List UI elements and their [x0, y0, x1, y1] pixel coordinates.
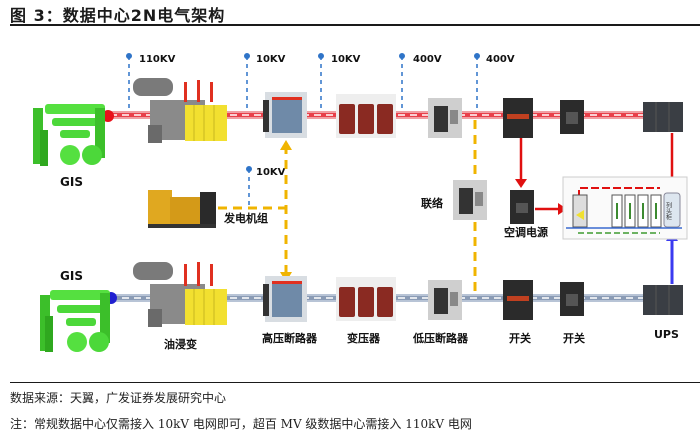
gis-label-top: GIS — [60, 175, 83, 189]
switch2-label: 开关 — [563, 331, 585, 345]
oil-transformer-top — [133, 78, 227, 143]
oil-transformer-bottom — [133, 262, 227, 327]
voltage-marker: 110KV — [126, 53, 176, 112]
gis-icon-top — [33, 104, 105, 166]
source-text: 数据来源：天翼，广发证券发展研究中心 — [10, 391, 227, 405]
svg-text:110KV: 110KV — [139, 54, 176, 65]
hv-breaker-top — [263, 92, 307, 138]
switch2-top — [560, 100, 584, 134]
svg-text:10KV: 10KV — [256, 54, 286, 65]
voltage-marker: 10KV — [318, 53, 361, 112]
generator-icon — [148, 190, 216, 228]
voltage-marker: 400V — [399, 53, 442, 112]
lv-breaker-top — [428, 98, 462, 138]
generator-label: 发电机组 — [223, 211, 268, 225]
rack-panel — [562, 176, 688, 240]
ups-label: UPS — [654, 328, 679, 341]
switch1-label: 开关 — [509, 331, 531, 345]
note-text: 注：常规数据中心仅需接入 10kV 电网即可，超百 MV 级数据中心需接入 11… — [10, 417, 472, 431]
tie-label: 联络 — [421, 196, 443, 210]
column-head-label: 列头柜 — [665, 201, 672, 221]
tie-breaker — [453, 180, 487, 220]
svg-text:400V: 400V — [486, 54, 515, 65]
hv-breaker-bottom — [263, 276, 307, 322]
footer-divider — [10, 382, 700, 383]
voltage-marker: 10KV — [244, 53, 286, 112]
lv-breaker-label: 低压断路器 — [412, 331, 469, 345]
title-divider — [10, 24, 700, 26]
generator-feed — [218, 140, 292, 282]
voltage-marker: 400V — [474, 53, 515, 112]
svg-text:10KV: 10KV — [256, 167, 286, 178]
dry-transformer-bottom — [336, 277, 396, 321]
transformer-label: 变压器 — [347, 331, 381, 345]
lv-breaker-bottom — [428, 280, 462, 320]
oil-transformer-label: 油浸变 — [164, 337, 197, 351]
svg-text:10KV: 10KV — [331, 54, 361, 65]
dry-transformer-top — [336, 94, 396, 138]
switch1-bottom — [503, 280, 533, 320]
ups-b-feed-line — [666, 232, 678, 284]
hv-breaker-label: 高压断路器 — [262, 331, 318, 345]
switch2-bottom — [560, 282, 584, 316]
voltage-marker: 10KV — [246, 166, 286, 206]
gis-icon-bottom — [40, 290, 110, 352]
electrical-diagram: 110KV 10KV 10KV 400V 400V 10KV — [33, 53, 688, 352]
svg-text:400V: 400V — [413, 54, 442, 65]
switch1-top — [503, 98, 533, 138]
figure-title: 图 3：数据中心2N电气架构 — [10, 6, 226, 25]
ups-top — [643, 102, 683, 132]
ac-power-switch — [510, 190, 534, 224]
gis-label-bottom: GIS — [60, 269, 83, 283]
ups-bottom — [643, 285, 683, 315]
ac-power-label: 空调电源 — [504, 225, 548, 239]
